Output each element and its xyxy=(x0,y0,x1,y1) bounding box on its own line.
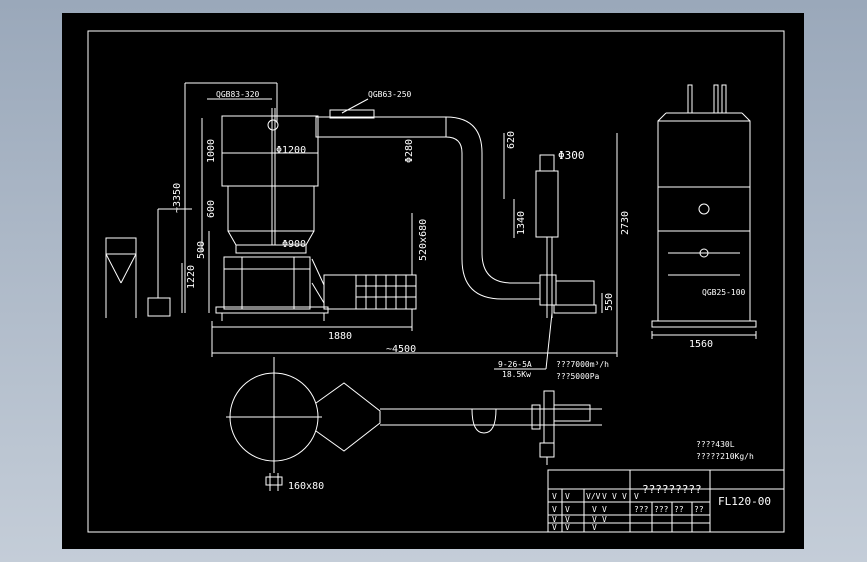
annotation-text: QGB83-320 QGB63-250 Φ1200 Φ900 Φ280 Φ300… xyxy=(172,90,771,532)
dim-550: 550 xyxy=(604,293,615,311)
tb-r4-c1: V xyxy=(552,523,557,532)
tb-r2-c4: V xyxy=(602,505,607,514)
tb-r3-c4: V xyxy=(602,515,607,524)
dim-2730: 2730 xyxy=(620,211,631,235)
tb-r2-c2: V xyxy=(565,505,570,514)
tb-r2-c3: V xyxy=(592,505,597,514)
dim-1220: 1220 xyxy=(186,265,197,289)
part-label-top-left: QGB83-320 xyxy=(216,90,260,99)
fan-model-label: 9-26-5A xyxy=(498,360,532,369)
dim-500: 500 xyxy=(196,241,207,259)
tb-r3-c2: V xyxy=(565,515,570,524)
side-view-label: QGB25-100 xyxy=(702,288,746,297)
dim-1880: 1880 xyxy=(328,331,352,342)
tb-r1-c1: V xyxy=(552,492,557,501)
fan-power-label: 18.5Kw xyxy=(502,370,531,379)
fan-pressure-label: ???5000Pa xyxy=(556,372,600,381)
spec-capacity-label: ?????210Kg/h xyxy=(696,452,754,461)
tb-r4-c7: ?? xyxy=(694,505,704,514)
cad-drawing: QGB83-320 QGB63-250 Φ1200 Φ900 Φ280 Φ300… xyxy=(87,30,785,533)
drawing-frame xyxy=(87,30,785,533)
title-block-drawing-no: FL120-00 xyxy=(718,495,771,508)
title-block xyxy=(547,469,785,533)
tb-r3-c3: V xyxy=(592,515,597,524)
dia-1200-label: Φ1200 xyxy=(276,145,306,156)
tb-r4-c5: ??? xyxy=(654,505,669,514)
spec-volume-label: ????430L xyxy=(696,440,735,449)
tb-r3-c1: V xyxy=(552,515,557,524)
drawing-sheet: QGB83-320 QGB63-250 Φ1200 Φ900 Φ280 Φ300… xyxy=(62,13,804,549)
dim-1560: 1560 xyxy=(689,339,713,350)
title-block-title: ????????? xyxy=(642,483,702,496)
tb-r4-c3: V xyxy=(592,523,597,532)
dim-1340: 1340 xyxy=(516,211,527,235)
top-view xyxy=(226,357,602,491)
tb-r4-c4: ??? xyxy=(634,505,649,514)
dim-520x680: 520x680 xyxy=(418,219,429,261)
dim-4500: ~4500 xyxy=(386,344,416,355)
tb-r2-c1: V xyxy=(552,505,557,514)
dia-900-label: Φ900 xyxy=(282,239,306,250)
dim-160x80: 160x80 xyxy=(288,481,324,492)
title-block-cells: V V V/V V V V V V V V V V V V V V V V ??… xyxy=(552,492,704,532)
part-label-top-mid: QGB63-250 xyxy=(368,90,412,99)
dia-280-label: Φ280 xyxy=(404,139,415,163)
tb-r1-c5: V xyxy=(612,492,617,501)
tb-r1-c6: V xyxy=(622,492,627,501)
tb-r1-c7: V xyxy=(634,492,639,501)
tb-r4-c2: V xyxy=(565,523,570,532)
dim-600: 600 xyxy=(206,200,217,218)
front-view xyxy=(105,82,618,370)
side-view xyxy=(651,84,757,339)
tb-r1-c4: V xyxy=(602,492,607,501)
dim-620: 620 xyxy=(506,131,517,149)
tb-r1-c2: V xyxy=(565,492,570,501)
tb-r1-c3: V/V xyxy=(586,492,601,501)
fan-flow-label: ???7000m³/h xyxy=(556,360,609,369)
dia-300-label: Φ300 xyxy=(558,149,585,162)
dim-1000: 1000 xyxy=(206,139,217,163)
dim-3350: ~3350 xyxy=(172,183,183,213)
tb-r4-c6: ?? xyxy=(674,505,684,514)
